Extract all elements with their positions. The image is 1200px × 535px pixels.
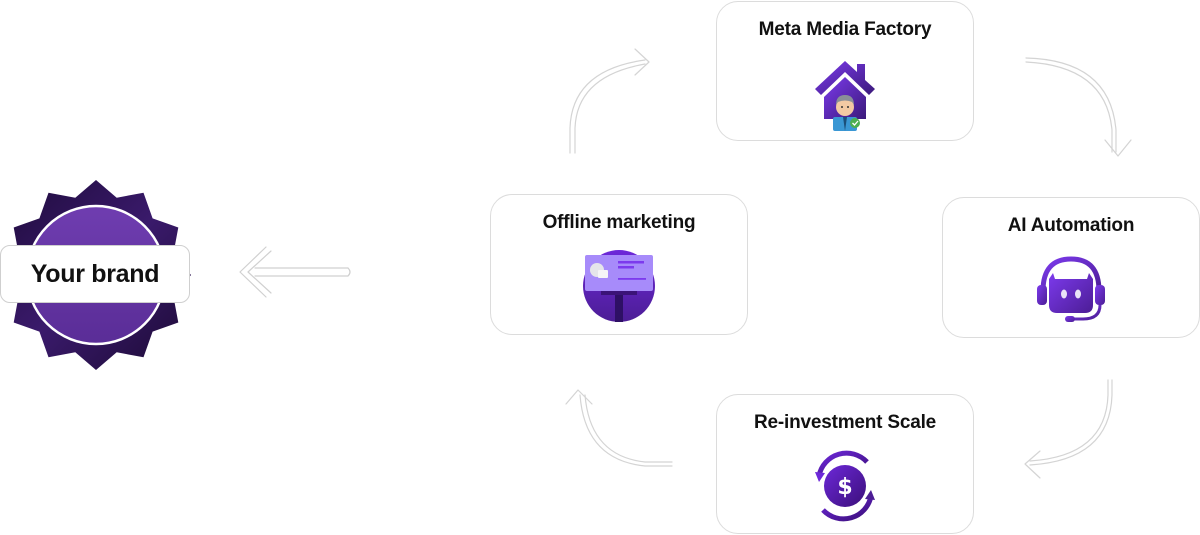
arrow-offline-to-meta <box>569 48 650 154</box>
robot-headset-icon <box>1037 256 1105 322</box>
step-title: Offline marketing <box>542 212 696 233</box>
step-title: Re-investment Scale <box>753 412 937 433</box>
step-title: AI Automation <box>1007 215 1135 236</box>
brand-badge: Your brand <box>0 180 192 372</box>
step-card-offline-marketing: Offline marketing <box>490 194 748 335</box>
arrow-cycle-to-brand <box>239 246 351 298</box>
arrow-ai-to-reinvest <box>1024 379 1113 479</box>
billboard-icon <box>583 250 655 322</box>
svg-text:$: $ <box>837 475 852 500</box>
step-card-reinvestment-scale: Re-investment Scale $ <box>716 394 974 534</box>
step-title: Meta Media Factory <box>758 19 932 40</box>
arrow-reinvest-to-offline <box>565 389 673 467</box>
step-card-ai-automation: AI Automation <box>942 197 1200 338</box>
dollar-cycle-icon: $ <box>815 450 875 522</box>
arrow-meta-to-ai <box>1025 57 1132 157</box>
house-person-icon <box>815 61 875 131</box>
brand-label: Your brand <box>0 245 190 303</box>
step-card-meta-media-factory: Meta Media Factory <box>716 1 974 141</box>
